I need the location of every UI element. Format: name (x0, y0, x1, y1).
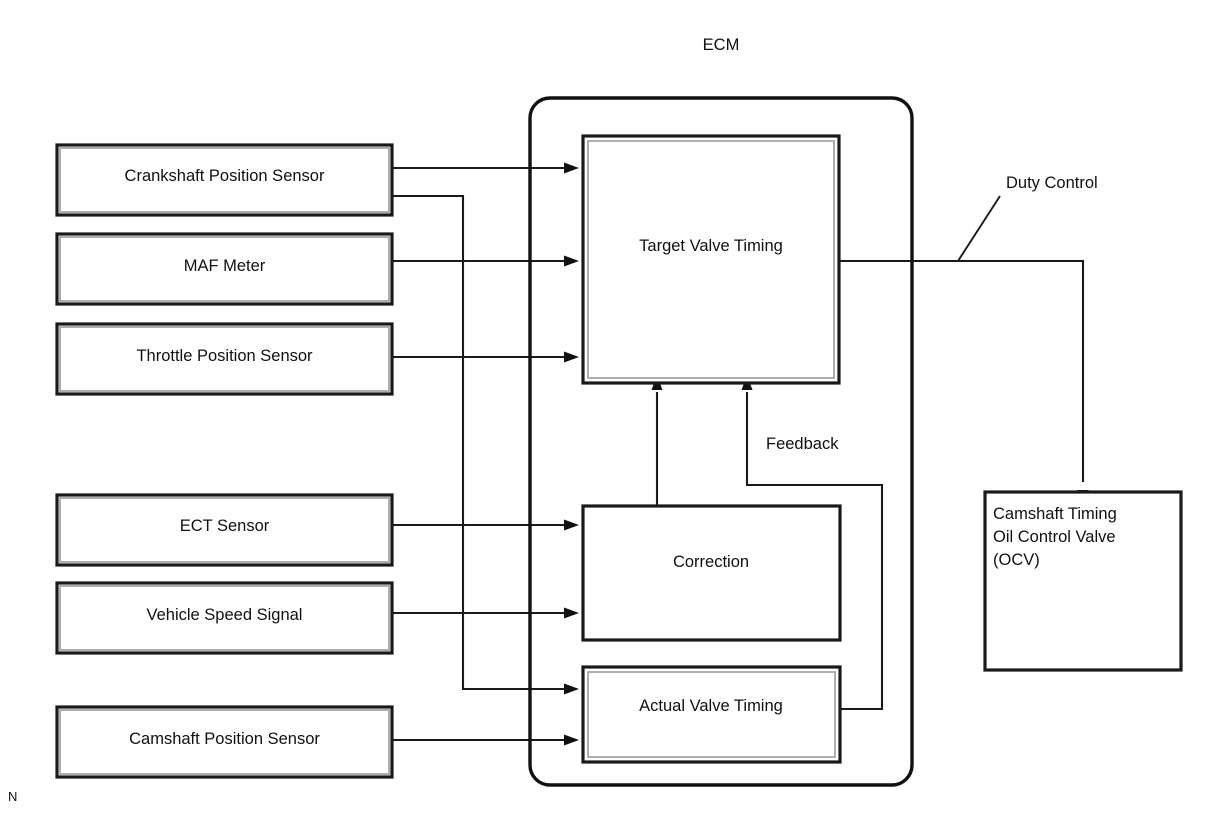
arrow-vss-correction (564, 607, 579, 619)
arrow-crankshaft-target (564, 162, 579, 174)
sensor-box[interactable]: Crankshaft Position Sensor (55, 143, 394, 217)
ecm-block-actual-valve-timing[interactable]: Actual Valve Timing (581, 665, 842, 764)
ocv-box-label-line: Camshaft Timing (993, 505, 1117, 523)
sensor-box-inner-outline (59, 585, 390, 651)
sensor-box-outline (55, 581, 394, 655)
block-label: Actual Valve Timing (639, 697, 783, 715)
sensor-box-label: Camshaft Position Sensor (129, 730, 320, 748)
block-outer-outline (581, 134, 841, 385)
block-inner-outline (587, 671, 836, 758)
block-label: Target Valve Timing (639, 237, 783, 255)
sensor-box-outline (55, 143, 394, 217)
ocv-box-label-line: (OCV) (993, 551, 1040, 569)
sensor-box-inner-outline (59, 497, 390, 563)
ecm-block-target-valve-timing[interactable]: Target Valve Timing (581, 134, 841, 385)
feedback-label: Feedback (766, 435, 839, 453)
sensor-box-label: Crankshaft Position Sensor (125, 167, 325, 185)
block-label: Correction (673, 553, 749, 571)
arrow-camshaft-actual (564, 734, 579, 746)
corner-marker: N (8, 789, 17, 804)
sensor-box-inner-outline (59, 709, 390, 775)
arrow-ect-correction (564, 519, 579, 531)
wire-feedback-to-target (745, 392, 884, 711)
wire-target-to-ocv (839, 259, 1085, 482)
leader-duty-control-leader (957, 195, 1001, 262)
sensor-box-outline (55, 322, 394, 396)
sensor-box[interactable]: Throttle Position Sensor (55, 322, 394, 396)
sensor-box-label: Vehicle Speed Signal (147, 606, 303, 624)
sensor-box-inner-outline (59, 326, 390, 392)
ecm-container (528, 96, 914, 787)
wire-group (392, 166, 1085, 742)
block-outer-outline (581, 665, 842, 764)
wire-crankshaft-to-actual (392, 194, 576, 691)
sensor-box-inner-outline (59, 236, 390, 302)
sensor-box[interactable]: Vehicle Speed Signal (55, 581, 394, 655)
sensor-box-label: ECT Sensor (180, 517, 270, 535)
arrow-throttle-target (564, 351, 579, 363)
sensor-box-label: Throttle Position Sensor (136, 347, 313, 365)
sensor-box[interactable]: Camshaft Position Sensor (55, 705, 394, 779)
block-outline (581, 504, 842, 642)
ocv-box-label-line: Oil Control Valve (993, 528, 1116, 546)
ocv-box-outline (983, 490, 1183, 672)
sensor-box-outline (55, 232, 394, 306)
sensor-box[interactable]: ECT Sensor (55, 493, 394, 567)
sensor-box[interactable]: MAF Meter (55, 232, 394, 306)
ecm-title: ECM (703, 36, 740, 54)
block-inner-outline (587, 140, 835, 379)
duty-control-label: Duty Control (1006, 174, 1098, 192)
sensor-box-label: MAF Meter (184, 257, 266, 275)
sensor-box-inner-outline (59, 147, 390, 213)
sensor-box-outline (55, 493, 394, 567)
sensor-box-outline (55, 705, 394, 779)
ecm-block-correction[interactable]: Correction (581, 504, 842, 642)
arrow-maf-target (564, 255, 579, 267)
arrow-crank-actual (564, 683, 579, 695)
